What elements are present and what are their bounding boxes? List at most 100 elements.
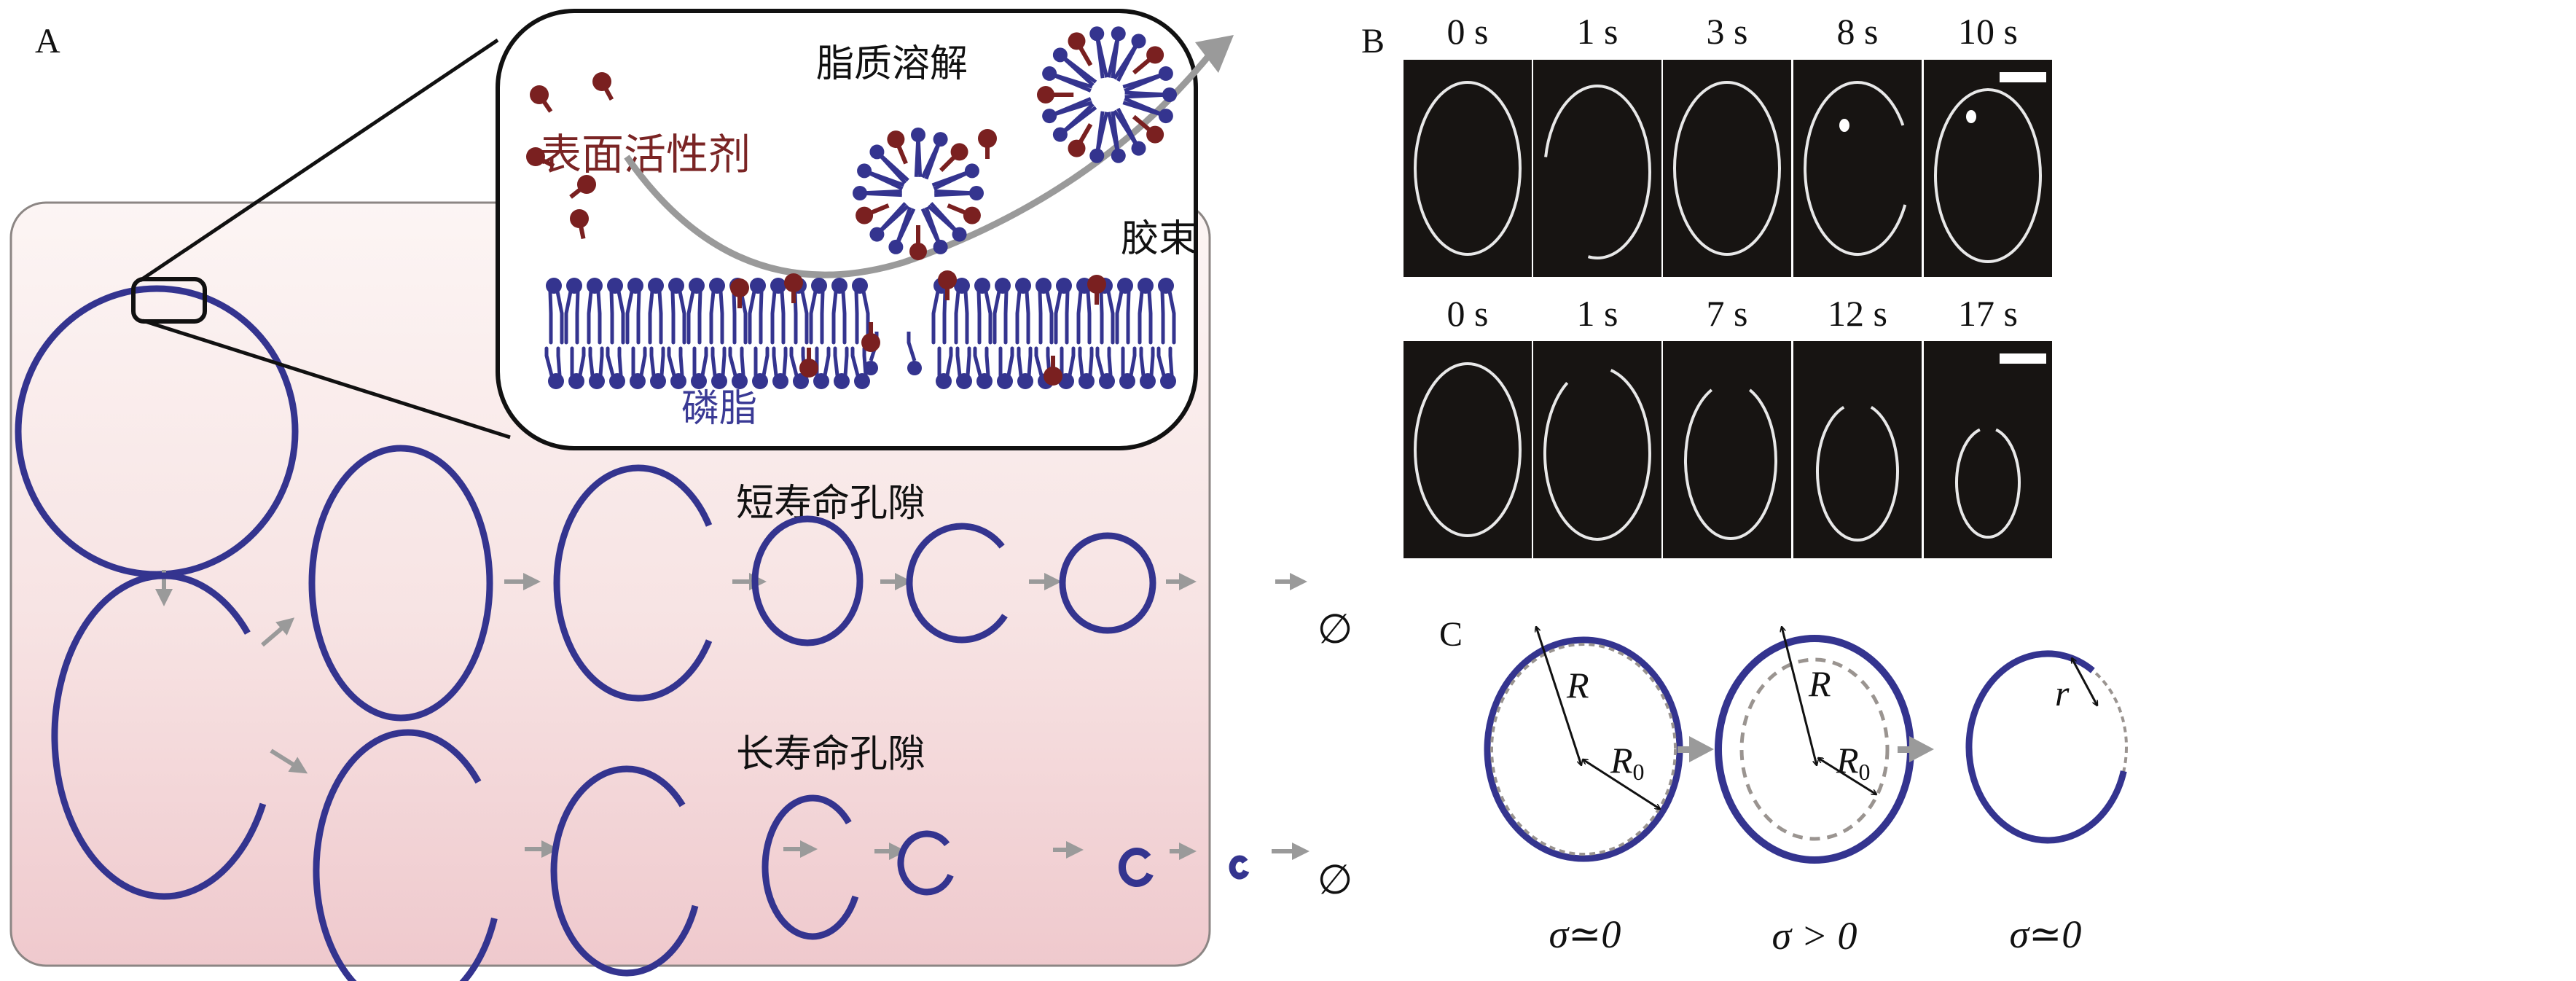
lipid-head	[1036, 278, 1052, 294]
lipid-head	[997, 373, 1013, 389]
lipid-head	[1089, 26, 1105, 42]
surfactant-head	[577, 175, 596, 194]
sigma-label-state-3: σ≃0	[2010, 912, 2082, 956]
lipid-head	[709, 278, 725, 294]
sigma-label-state-2: σ > 0	[1772, 914, 1857, 958]
lipid-tail	[831, 289, 847, 345]
radius-R0-label: R0	[1836, 740, 1871, 785]
micrograph-frame: 0 s	[1404, 11, 1532, 277]
micrograph-frame: 1 s	[1533, 11, 1661, 277]
lipid-head	[936, 373, 952, 389]
rest-radius-dashed-outline	[1739, 657, 1890, 841]
lipid-tail	[1059, 53, 1097, 84]
lipid-tail	[931, 289, 947, 345]
lipid-tail	[587, 289, 602, 345]
lipid-tail	[648, 289, 663, 345]
lipid-head	[1099, 373, 1115, 389]
radius-R0-label: R0	[1610, 740, 1645, 785]
lipid-tail	[710, 346, 727, 378]
lipid-head	[1052, 127, 1068, 142]
lipid-tail	[732, 289, 748, 345]
lipid-head	[933, 239, 948, 254]
lipid-head	[691, 373, 707, 389]
lipid-head	[1158, 109, 1173, 124]
state-transition-arrow-icon	[1909, 736, 1934, 762]
branch-arrow-short	[261, 617, 295, 647]
radius-R-arrow	[1782, 627, 1817, 765]
surfactant-head	[950, 143, 968, 161]
solubilization-arrowhead-icon	[1195, 35, 1234, 73]
tension-state-3: r σ≃0	[1965, 650, 2128, 956]
lipid-tail	[809, 289, 825, 345]
state-transition-arrow-shaft	[1677, 746, 1691, 753]
branch-arrow-long	[270, 749, 308, 774]
lipid-tail	[770, 289, 786, 345]
zoom-leader-bottom	[142, 318, 511, 439]
surfactant-head	[1068, 32, 1086, 50]
lipid-tail	[667, 346, 684, 378]
lipid-tail	[753, 346, 770, 378]
lipid-tail	[1059, 103, 1095, 136]
state-transition-arrow-shaft	[1898, 746, 1911, 753]
surfactant-molecules	[526, 72, 1106, 386]
vesicle-membrane-ring-with-pore	[1955, 428, 2021, 539]
lipid-head	[1052, 47, 1068, 63]
lipid-head	[1138, 278, 1154, 294]
short-path-vanished-symbol: ∅	[1318, 607, 1353, 652]
tension-state-2: R R0 σ > 0	[1715, 627, 1914, 958]
lipid-tail	[1106, 112, 1121, 157]
tension-state-1: R R0 σ≃0	[1484, 627, 1683, 956]
radius-R-label: R	[1566, 665, 1589, 706]
radius-R0-subscript: 0	[1633, 759, 1645, 785]
vesicle-membrane-ring	[1673, 81, 1781, 256]
lipid-tail	[1099, 289, 1115, 345]
lipid-head	[1158, 278, 1174, 294]
closed-vesicle	[1059, 532, 1156, 634]
lipid-head	[1131, 34, 1146, 49]
lipid-head	[1111, 26, 1126, 42]
lipid-tail	[937, 346, 953, 378]
lipid-head	[732, 373, 748, 389]
micrograph-frame: 1 s	[1533, 293, 1661, 558]
time-label: 8 s	[1837, 11, 1879, 52]
time-label: 0 s	[1447, 11, 1489, 52]
lipid-head	[1162, 87, 1177, 102]
lipid-tail	[606, 346, 623, 378]
closed-vesicle	[308, 445, 493, 722]
lipid-tail	[1078, 346, 1094, 378]
pore-radius-arrow	[2072, 658, 2097, 706]
lipid-head	[954, 278, 970, 294]
vesicle-membrane-ring-with-pore	[1543, 369, 1651, 541]
time-label: 7 s	[1707, 293, 1748, 334]
lipid-head	[911, 128, 925, 142]
panel-c: C R R0 σ≃0 R R0 σ > 0	[1439, 615, 2128, 958]
lipid-head	[1017, 373, 1033, 389]
lipid-tail	[1160, 289, 1176, 345]
lipid-head	[627, 278, 643, 294]
porated-vesicle	[906, 523, 1008, 644]
radius-R-label: R	[1808, 663, 1831, 704]
lipid-tail	[625, 289, 641, 345]
lipid-head	[648, 278, 664, 294]
radius-R0-subscript: 0	[1859, 759, 1871, 785]
porated-vesicle	[1118, 848, 1154, 887]
lipid-head	[772, 373, 788, 389]
micrograph-background	[1924, 341, 2052, 558]
lipid-tail	[1095, 346, 1113, 378]
lipid-tail	[631, 346, 647, 378]
lipid-tail	[1095, 33, 1109, 78]
time-label: 12 s	[1828, 293, 1887, 334]
surfactant-head	[1146, 125, 1164, 144]
micrograph-frame: 10 s	[1924, 11, 2052, 277]
micrograph-background	[1404, 341, 1532, 558]
lipid-tail	[686, 289, 702, 345]
time-label: 10 s	[1958, 11, 2018, 52]
micrograph-background	[1533, 60, 1661, 277]
lipid-head	[1111, 148, 1126, 163]
lipid-head	[964, 163, 979, 179]
micrograph-frame: 3 s	[1663, 11, 1791, 277]
porated-vesicle	[897, 830, 954, 896]
lipid-tail	[1138, 289, 1153, 345]
